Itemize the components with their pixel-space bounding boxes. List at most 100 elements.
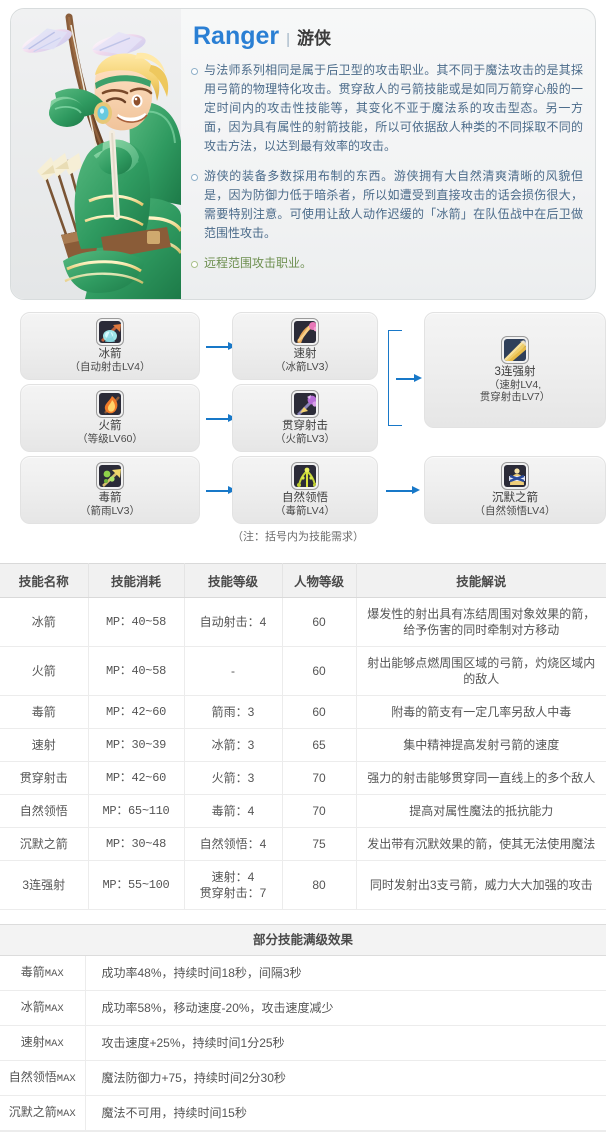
cell-char-level: 80	[282, 860, 357, 910]
cell-skill-level: 冰箭：3	[184, 728, 283, 762]
description-bullet-1: 与法师系列相同是属于后卫型的攻击职业。其不同于魔法攻击的是其採用弓箭的物理特化攻…	[187, 61, 589, 156]
table-row: 沉默之箭MAX 魔法不可用，持续时间15秒	[0, 1095, 606, 1131]
column-header-skill-level: 技能等级	[184, 563, 283, 598]
column-header-skill-cost: 技能消耗	[88, 563, 185, 598]
cell-max-effect: 攻击速度+25%，持续时间1分25秒	[85, 1025, 606, 1061]
table-row: 冰箭 MP：40~58 自动射击：4 60 爆发性的射出具有冻结周围对象效果的箭…	[0, 597, 606, 647]
cell-skill-cost: MP：42~60	[88, 761, 185, 795]
skill-node-requirement: （毒箭LV4）	[275, 505, 335, 517]
skill-node-rapid-shot[interactable]: 速射 （冰箭LV3）	[232, 312, 378, 380]
max-suffix: MAX	[56, 1108, 76, 1120]
cell-skill-level: 自动射击：4	[184, 597, 283, 647]
tree-arrow-nature-to-silence	[386, 486, 420, 495]
cell-skill-cost: MP：65~110	[88, 794, 185, 828]
skill-node-piercing-shot[interactable]: 贯穿射击 （火箭LV3）	[232, 384, 378, 452]
max-suffix: MAX	[44, 1038, 64, 1050]
cell-skill-cost: MP：30~39	[88, 728, 185, 762]
cell-skill-cost: MP：40~58	[88, 597, 185, 647]
nature-insight-icon	[291, 462, 319, 490]
skill-node-name: 沉默之箭	[492, 492, 538, 504]
cell-skill-cost: MP：42~60	[88, 695, 185, 729]
ice-arrow-icon	[96, 318, 124, 346]
cell-max-skill-name: 冰箭MAX	[0, 990, 86, 1026]
skill-node-requirement: （自动射击LV4）	[69, 361, 151, 373]
skill-node-name: 速射	[293, 348, 317, 360]
max-skill-label: 冰箭	[20, 1000, 45, 1014]
table-row: 自然领悟MAX 魔法防御力+75，持续时间2分30秒	[0, 1060, 606, 1096]
max-suffix: MAX	[44, 1003, 64, 1015]
cell-skill-desc: 射出能够点燃周围区域的弓箭，灼烧区域内的敌人	[356, 646, 606, 696]
column-header-char-level: 人物等级	[282, 563, 357, 598]
cell-skill-desc: 提高对属性魔法的抵抗能力	[356, 794, 606, 828]
max-level-effects-table: 部分技能满级效果 毒箭MAX 成功率48%，持续时间18秒，间隔3秒 冰箭MAX…	[0, 924, 606, 1131]
table-row: 速射MAX 攻击速度+25%，持续时间1分25秒	[0, 1025, 606, 1061]
max-skill-label: 速射	[20, 1035, 45, 1049]
skill-node-fire-arrow[interactable]: 火箭 （等级LV60）	[20, 384, 200, 452]
max-table-caption: 部分技能满级效果	[0, 924, 606, 956]
table-row: 沉默之箭 MP：30~48 自然领悟：4 75 发出带有沉默效果的箭，使其无法使…	[0, 827, 606, 861]
max-skill-label: 沉默之箭	[8, 1105, 57, 1119]
rapid-shot-icon	[291, 318, 319, 346]
skill-node-ice-arrow[interactable]: 冰箭 （自动射击LV4）	[20, 312, 200, 380]
cell-max-skill-name: 自然领悟MAX	[0, 1060, 86, 1096]
table-row: 火箭 MP：40~58 - 60 射出能够点燃周围区域的弓箭，灼烧区域内的敌人	[0, 646, 606, 696]
cell-char-level: 60	[282, 646, 357, 696]
skill-node-requirement: （箭雨LV3）	[80, 505, 140, 517]
title-separator: |	[286, 31, 291, 48]
skill-node-name: 毒箭	[98, 492, 122, 504]
max-table-caption-row: 部分技能满级效果	[0, 924, 606, 956]
class-title-english: Ranger	[193, 22, 280, 50]
cell-max-skill-name: 毒箭MAX	[0, 955, 86, 991]
table-row: 速射 MP：30~39 冰箭：3 65 集中精神提高发射弓箭的速度	[0, 728, 606, 762]
max-skill-label: 毒箭	[20, 965, 45, 979]
table-row: 自然领悟 MP：65~110 毒箭：4 70 提高对属性魔法的抵抗能力	[0, 794, 606, 828]
cell-skill-cost: MP：55~100	[88, 860, 185, 910]
column-header-skill-desc: 技能解说	[356, 563, 606, 598]
cell-max-effect: 魔法不可用，持续时间15秒	[85, 1095, 606, 1131]
cell-skill-cost: MP：40~58	[88, 646, 185, 696]
piercing-shot-icon	[291, 390, 319, 418]
triple-shot-icon	[501, 336, 529, 364]
cell-skill-level: 速射：4 贯穿射击：7	[184, 860, 283, 910]
skill-node-name: 3连强射	[494, 366, 536, 378]
table-row: 3连强射 MP：55~100 速射：4 贯穿射击：7 80 同时发射出3支弓箭，…	[0, 860, 606, 910]
tree-arrow-to-triple-shot	[396, 374, 422, 383]
cell-skill-desc: 发出带有沉默效果的箭，使其无法使用魔法	[356, 827, 606, 861]
skill-node-requirement-line2: 贯穿射击LV7）	[479, 391, 551, 403]
class-intro-panel: Ranger | 游侠 与法师系列相同是属于后卫型的攻击职业。其不同于魔法攻击的…	[10, 8, 596, 300]
cell-max-skill-name: 速射MAX	[0, 1025, 86, 1061]
skill-node-requirement: （冰箭LV3）	[275, 361, 335, 373]
skill-node-name: 自然领悟	[282, 492, 328, 504]
cell-skill-name: 速射	[0, 728, 89, 762]
table-row: 贯穿射击 MP：42~60 火箭：3 70 强力的射击能够贯穿同一直线上的多个敌…	[0, 761, 606, 795]
cell-max-effect: 魔法防御力+75，持续时间2分30秒	[85, 1060, 606, 1096]
cell-skill-desc: 强力的射击能够贯穿同一直线上的多个敌人	[356, 761, 606, 795]
skill-node-poison-arrow[interactable]: 毒箭 （箭雨LV3）	[20, 456, 200, 524]
cell-skill-level: 箭雨：3	[184, 695, 283, 729]
cell-skill-level: 毒箭：4	[184, 794, 283, 828]
max-suffix: MAX	[56, 1073, 76, 1085]
cell-char-level: 70	[282, 761, 357, 795]
skill-detail-table: 技能名称 技能消耗 技能等级 人物等级 技能解说 冰箭 MP：40~58 自动射…	[0, 563, 606, 910]
tree-bracket-to-triple-shot	[388, 330, 402, 426]
skill-node-requirement: （自然领悟LV4）	[474, 505, 556, 517]
cell-skill-desc: 集中精神提高发射弓箭的速度	[356, 728, 606, 762]
skill-node-silence-arrow[interactable]: 沉默之箭 （自然领悟LV4）	[424, 456, 606, 524]
poison-arrow-icon	[96, 462, 124, 490]
class-description-block: Ranger | 游侠 与法师系列相同是属于后卫型的攻击职业。其不同于魔法攻击的…	[187, 17, 589, 284]
skill-node-requirement: （火箭LV3）	[275, 433, 335, 445]
cell-skill-name: 火箭	[0, 646, 89, 696]
class-title-chinese: 游侠	[297, 29, 332, 48]
skill-node-triple-shot[interactable]: 3连强射 （速射LV4, 贯穿射击LV7）	[424, 312, 606, 428]
cell-skill-desc: 爆发性的射出具有冻结周围对象效果的箭，给予伤害的同时牵制对方移动	[356, 597, 606, 647]
column-header-skill-name: 技能名称	[0, 563, 89, 598]
table-row: 毒箭 MP：42~60 箭雨：3 60 附毒的箭支有一定几率另敌人中毒	[0, 695, 606, 729]
skill-node-requirement: （等级LV60）	[77, 433, 143, 445]
table-header-row: 技能名称 技能消耗 技能等级 人物等级 技能解说	[0, 563, 606, 598]
table-row: 毒箭MAX 成功率48%，持续时间18秒，间隔3秒	[0, 955, 606, 991]
fire-arrow-icon	[96, 390, 124, 418]
cell-skill-name: 毒箭	[0, 695, 89, 729]
ranger-character-artwork	[11, 9, 181, 299]
table-row: 冰箭MAX 成功率58%，移动速度-20%，攻击速度减少	[0, 990, 606, 1026]
skill-node-nature-insight[interactable]: 自然领悟 （毒箭LV4）	[232, 456, 378, 524]
